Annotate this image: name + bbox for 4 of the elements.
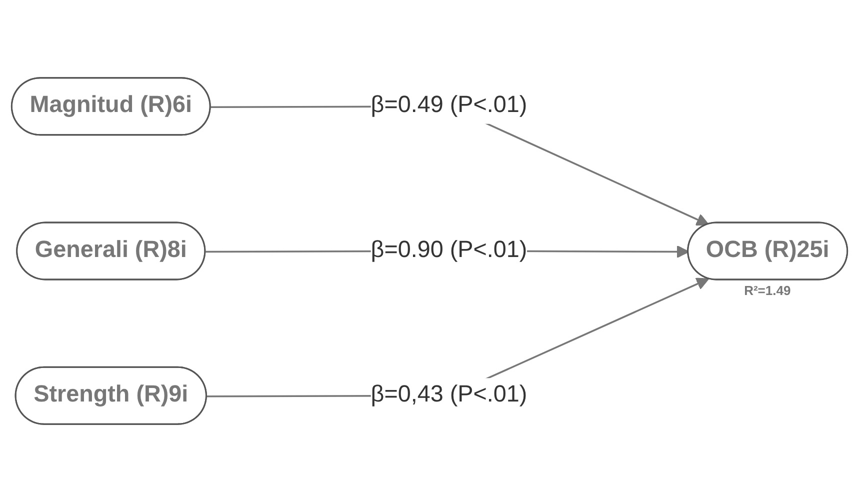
edge-label: β=0.49 (P<.01) — [370, 93, 528, 118]
edge-label: β=0,43 (P<.01) — [370, 382, 528, 408]
node-caption: R²=1.49 — [744, 283, 791, 298]
edge-label: β=0.90 (P<.01) — [370, 238, 528, 263]
